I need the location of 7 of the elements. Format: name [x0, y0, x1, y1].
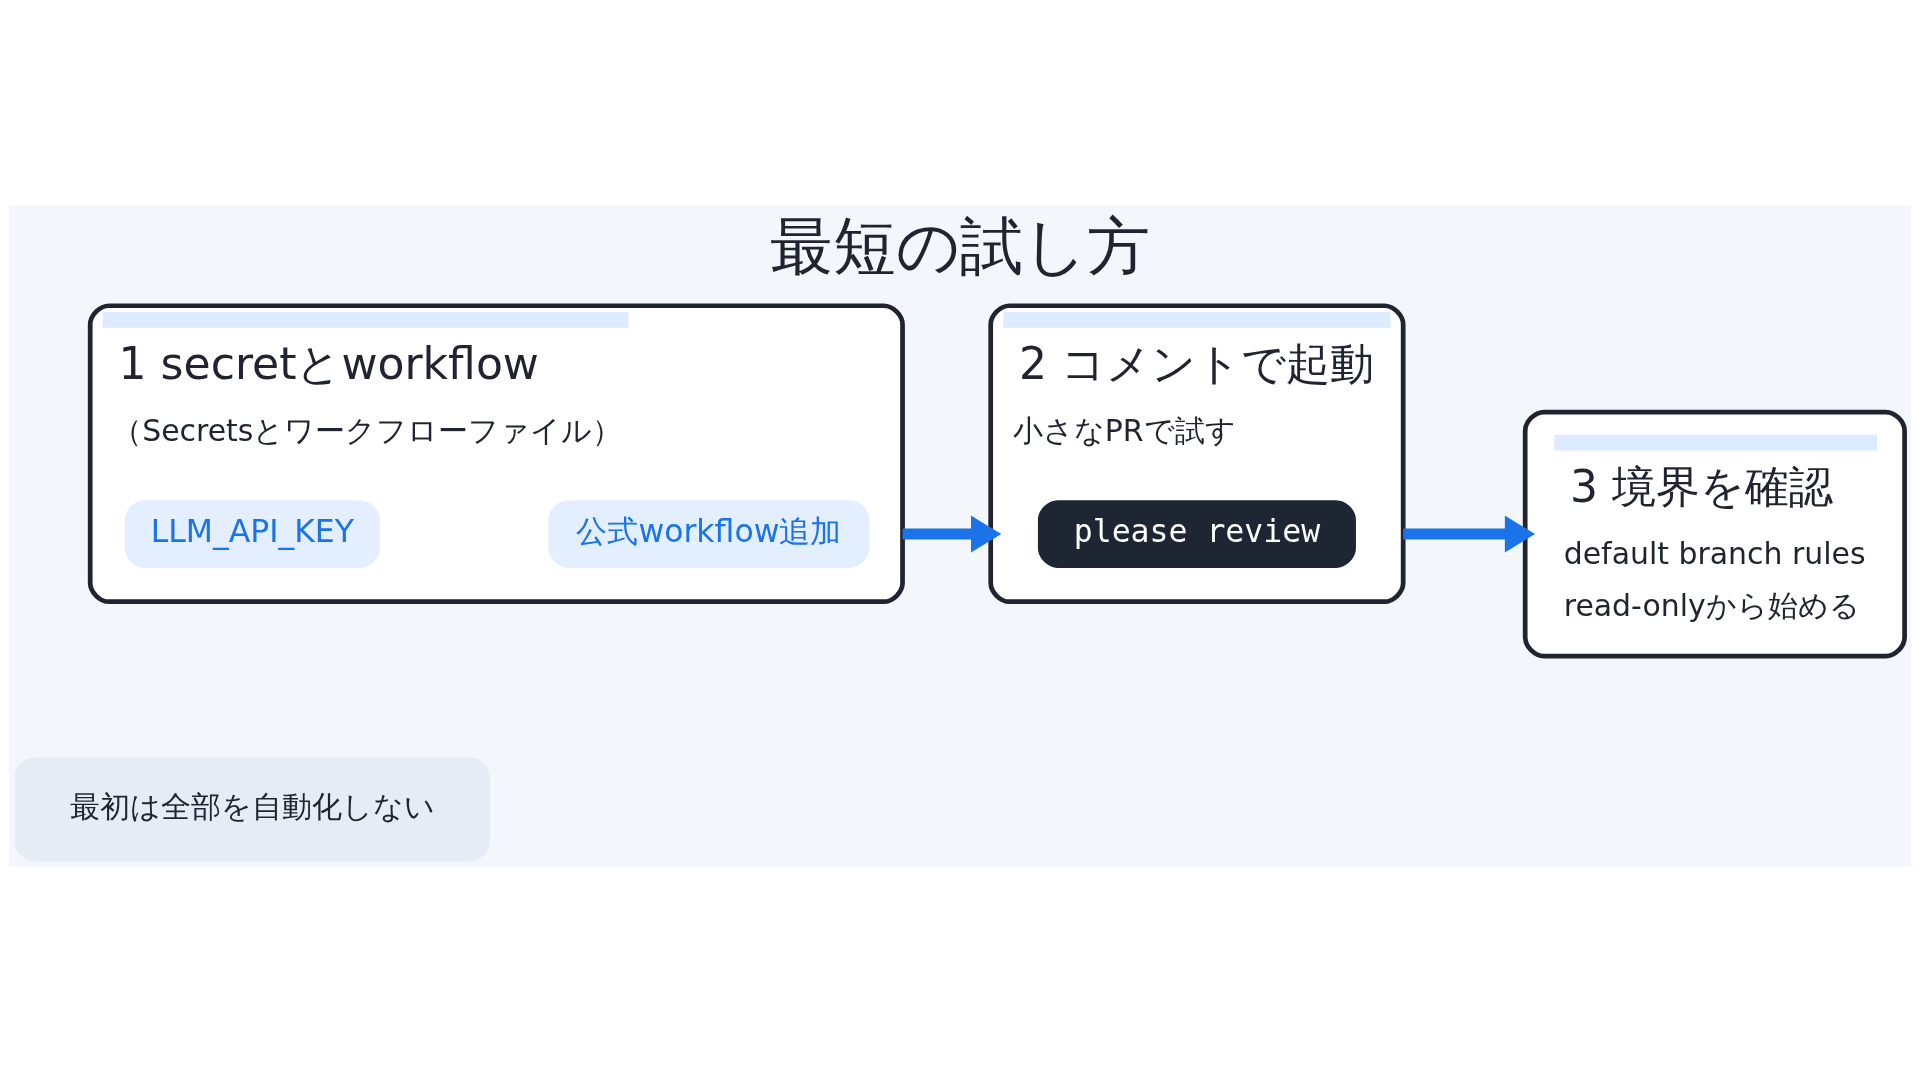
diagram-title: 最短の試し方 — [770, 209, 1150, 283]
node-box: 3 境界を確認 default branch rules read-onlyから始める — [1522, 409, 1907, 659]
arrow — [902, 515, 1002, 553]
node-box: 公式workflow追加 — [548, 500, 870, 568]
node-box: LLM_API_KEY — [124, 500, 380, 568]
node-box: please review — [1037, 500, 1356, 568]
arrow — [1403, 515, 1536, 553]
